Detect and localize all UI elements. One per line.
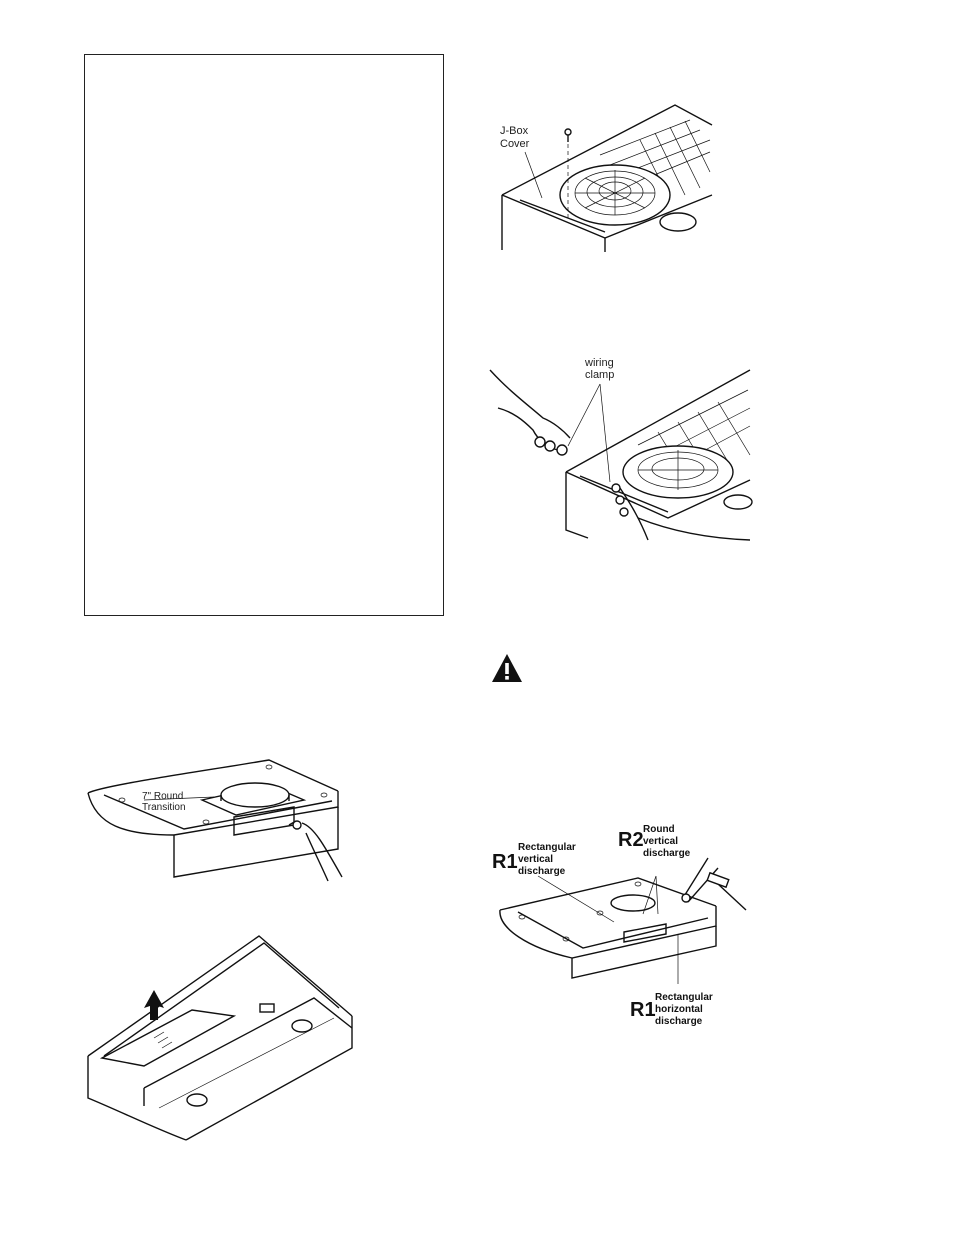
- transition-label-line1: 7" Round: [142, 791, 183, 802]
- r1-horizontal-code: R1: [630, 999, 656, 1021]
- clamp-label-line1: wiring: [584, 357, 614, 369]
- r1h-line2: horizontal: [655, 1004, 703, 1015]
- figure-wiring-clamp: wiring clamp: [488, 350, 753, 542]
- transition-label-line2: Transition: [142, 802, 186, 813]
- warning-triangle-icon: [490, 652, 524, 684]
- r2-code: R2: [618, 829, 644, 851]
- figure-discharge-options: R2 Round vertical discharge R1 Rectangul…: [488, 818, 758, 1033]
- r2-line2: vertical: [643, 836, 678, 847]
- r1-vertical-code: R1: [492, 851, 518, 873]
- figure-jbox-cover: J-Box Cover: [490, 100, 720, 256]
- clamp-label-line2: clamp: [585, 369, 614, 381]
- jbox-label-line1: J-Box: [500, 125, 529, 137]
- r1v-line2: vertical: [518, 854, 553, 865]
- r1h-line3: discharge: [655, 1016, 703, 1027]
- figure-plate-removal: [84, 928, 356, 1146]
- jbox-label-line2: Cover: [500, 138, 530, 150]
- r1v-line1: Rectangular: [518, 842, 576, 853]
- r1h-line1: Rectangular: [655, 992, 713, 1003]
- figure-round-transition: 7" Round Transition: [84, 755, 349, 885]
- r1v-line3: discharge: [518, 866, 566, 877]
- r2-line1: Round: [643, 824, 675, 835]
- text-panel-box: [84, 54, 444, 616]
- r2-line3: discharge: [643, 848, 691, 859]
